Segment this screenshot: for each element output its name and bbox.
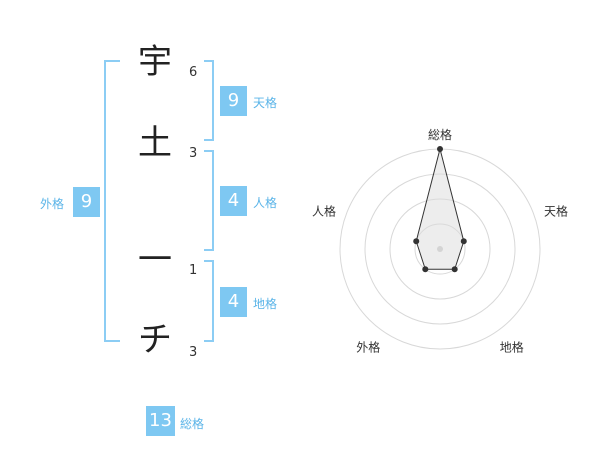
jinkaku-label: 人格 <box>253 196 278 210</box>
jinkaku-bracket <box>204 150 214 251</box>
chikaku-bracket <box>204 260 214 342</box>
radar-axis-label-4: 外格 <box>356 340 380 355</box>
tenkaku-value: 9 <box>220 86 247 116</box>
chikaku-label: 地格 <box>253 297 278 311</box>
radar-value-polygon <box>415 148 465 270</box>
stroke-count-1: 6 <box>189 65 198 80</box>
stroke-count-2: 3 <box>189 146 198 161</box>
radar-point-1 <box>437 146 443 152</box>
stroke-count-4: 3 <box>189 345 198 360</box>
soukaku-value: 13 <box>146 406 175 436</box>
stroke-count-3: 1 <box>189 263 198 278</box>
radar-axis-label-3: 地格 <box>500 340 524 355</box>
tenkaku-bracket <box>204 60 214 141</box>
gaikaku-label: 外格 <box>40 197 65 211</box>
radar-axis-label-5: 人格 <box>312 203 336 218</box>
radar-point-3 <box>451 266 458 273</box>
soukaku-label: 総格 <box>180 417 205 431</box>
name-char-3: 一 <box>138 240 172 280</box>
jinkaku-value: 4 <box>220 186 247 216</box>
name-char-2: 土 <box>138 123 172 163</box>
radar-point-4 <box>422 266 429 273</box>
gaikaku-value: 9 <box>73 187 100 217</box>
name-char-4: チ <box>138 320 172 360</box>
chikaku-value: 4 <box>220 287 247 317</box>
radar-point-5 <box>413 238 420 245</box>
radar-axis-label-1: 総格 <box>428 127 452 142</box>
radar-point-2 <box>460 238 467 245</box>
name-char-1: 宇 <box>138 42 172 82</box>
radar-axis-label-2: 天格 <box>544 203 568 218</box>
gaikaku-bracket <box>104 60 120 342</box>
tenkaku-label: 天格 <box>253 96 278 110</box>
